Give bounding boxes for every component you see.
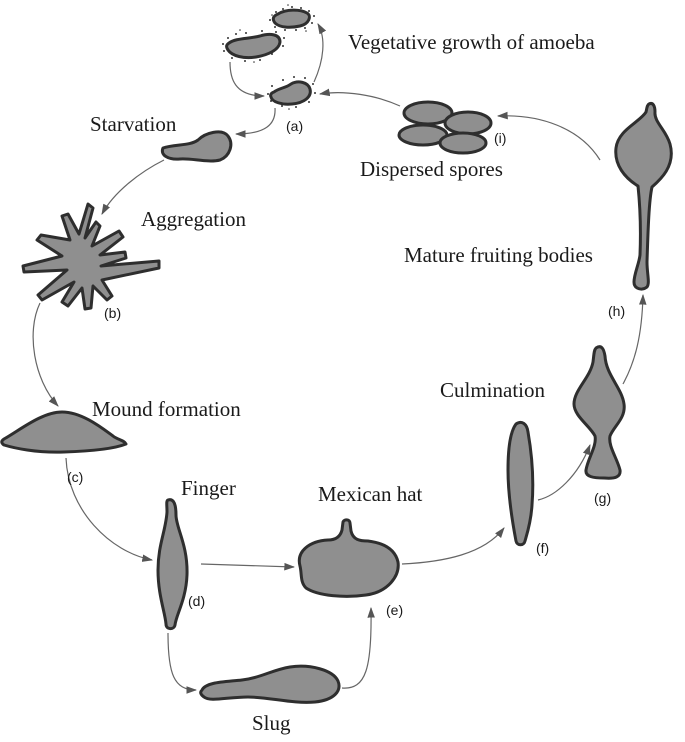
arrow-mature-to-spores	[496, 111, 601, 161]
spore-3	[443, 110, 493, 136]
arrow-to-mound	[32, 302, 59, 407]
spore-4	[438, 131, 488, 155]
label-slug: Slug	[252, 711, 291, 735]
arrow-finger-to-slug	[167, 632, 198, 694]
arrow-vegetative-loop	[229, 61, 266, 100]
letter-h: (h)	[608, 303, 625, 319]
label-dispersed-spores: Dispersed spores	[360, 157, 503, 181]
stage-labels: Vegetative growth of amoeba Starvation A…	[90, 30, 595, 735]
arrow-slug-to-hat	[341, 606, 375, 689]
label-mound-formation: Mound formation	[92, 397, 241, 421]
slug	[199, 664, 341, 704]
letter-e: (e)	[386, 602, 403, 618]
aggregation-star	[21, 202, 161, 311]
mature-fruiting-body	[614, 102, 673, 291]
vegetative-amoebae	[222, 4, 316, 110]
stage-letters: (a) (b) (c) (d) (e) (f) (g) (h) (i)	[67, 118, 625, 618]
mound	[0, 410, 128, 454]
culmination-hourglass	[572, 345, 626, 480]
arrow-to-aggregation	[101, 159, 165, 215]
letter-c: (c)	[67, 469, 83, 485]
arrow-finger-to-hat	[200, 562, 296, 571]
letter-f: (f)	[536, 540, 549, 556]
letter-b: (b)	[104, 305, 121, 321]
amoeba-2	[225, 32, 282, 60]
finger	[156, 498, 189, 631]
label-starvation: Starvation	[90, 112, 177, 136]
amoeba-1	[271, 8, 311, 29]
arrow-vegetative-return	[313, 23, 327, 83]
arrow-spores-to-amoeba	[318, 88, 401, 107]
mexican-hat	[297, 518, 400, 598]
label-mature-fruiting-bodies: Mature fruiting bodies	[404, 243, 593, 267]
arrow-hat-to-culminant	[401, 527, 505, 565]
arrow-to-finger	[65, 457, 154, 562]
amoeba-3	[269, 80, 312, 106]
label-finger: Finger	[181, 476, 236, 500]
halo-dots	[222, 4, 316, 110]
cycle-arrows	[32, 23, 647, 694]
arrow-culminant-to-culmination	[537, 443, 591, 501]
label-mexican-hat: Mexican hat	[318, 482, 423, 506]
label-culmination: Culmination	[440, 378, 546, 402]
culminant	[506, 420, 535, 547]
letter-g: (g)	[594, 490, 611, 506]
arrow-culmination-to-mature	[622, 293, 647, 385]
starving-amoeba	[160, 130, 233, 163]
label-aggregation: Aggregation	[141, 207, 246, 231]
arrow-to-starvation	[234, 107, 276, 138]
letter-d: (d)	[188, 593, 205, 609]
letter-a: (a)	[286, 118, 303, 134]
spores	[397, 100, 493, 155]
label-vegetative: Vegetative growth of amoeba	[348, 30, 595, 54]
letter-i: (i)	[494, 130, 506, 146]
